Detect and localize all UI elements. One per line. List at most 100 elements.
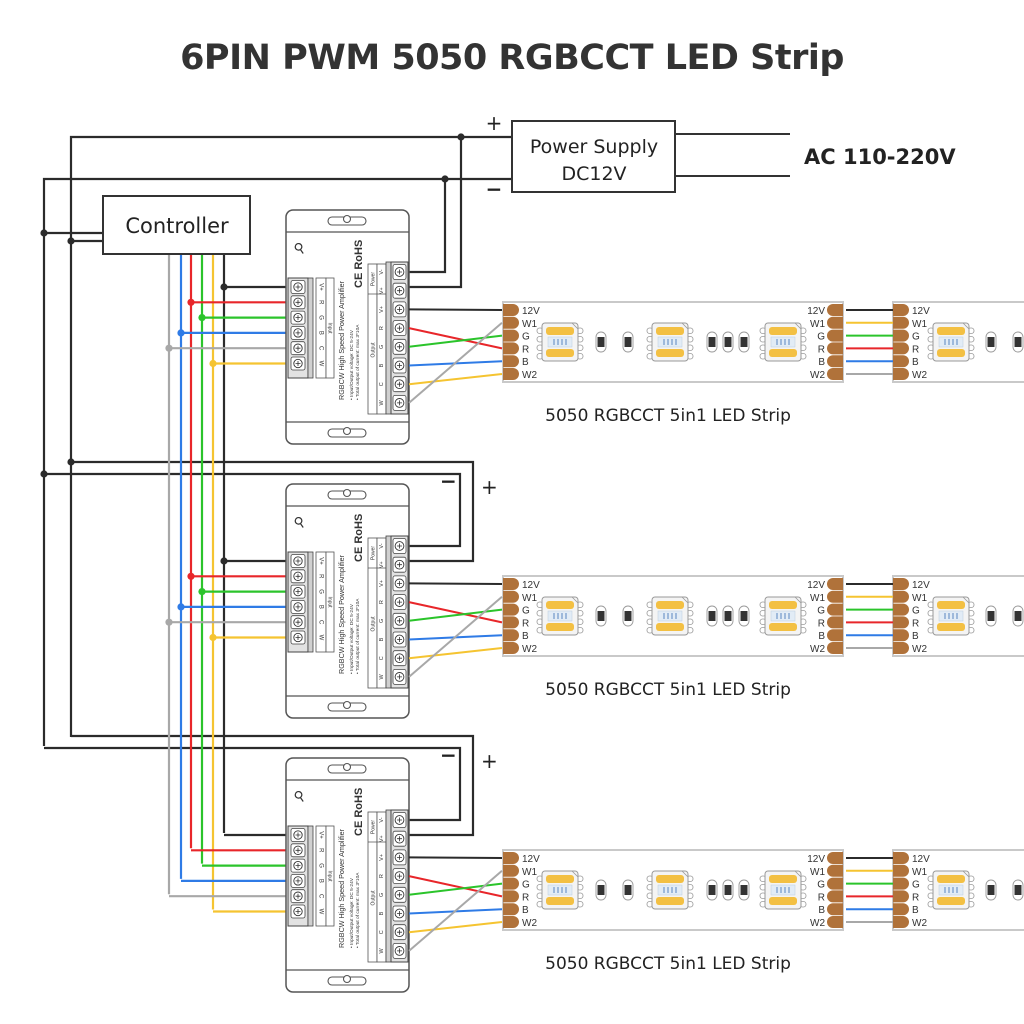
led-chip-5050 xyxy=(646,322,694,362)
signal-junction-blue xyxy=(177,603,185,611)
solder-pad-next xyxy=(893,603,909,616)
screw-slot xyxy=(397,288,402,294)
output-label-column xyxy=(376,811,387,963)
amplifier-spec-voltage: • Input/Output voltage: DC 5-24V xyxy=(349,603,355,674)
chip-rgb-die xyxy=(547,610,573,622)
solder-pad-next xyxy=(893,877,909,890)
output-wire-red xyxy=(408,327,503,350)
controller-label: Controller xyxy=(125,214,229,238)
input-pin-label: V+ xyxy=(317,557,323,565)
input-pin-label: V+ xyxy=(317,831,323,839)
chip-die-icon xyxy=(663,887,677,893)
smd-resistor xyxy=(738,605,750,627)
output-terminal-block xyxy=(390,261,409,415)
solder-pad-right xyxy=(827,603,843,616)
strip-pin-label-right: 12V xyxy=(807,580,825,591)
chip-cool-white-bar xyxy=(769,897,797,905)
led-chip-5050 xyxy=(759,596,807,636)
amplifier-spec-current: • Total output of current: max 3*10A xyxy=(355,324,361,400)
solder-pad-left xyxy=(503,864,519,877)
resistor-element xyxy=(597,885,605,895)
diagram-title: 6PIN PWM 5050 RGBCCT LED Strip xyxy=(180,38,844,78)
solder-pad-right xyxy=(827,616,843,629)
led-chip-5050 xyxy=(927,322,975,362)
strip-pin-label-next: B xyxy=(912,631,919,642)
resistor-element xyxy=(624,611,632,621)
smd-resistor xyxy=(985,879,997,901)
screw-slot xyxy=(397,911,402,916)
chip-warm-white-bar xyxy=(937,327,965,335)
amp2-minus-feed xyxy=(44,472,462,548)
input-pin-label: B xyxy=(317,331,323,335)
input-pin-label: W xyxy=(317,361,323,367)
strip-pin-label-right: R xyxy=(818,892,825,903)
chip-rgb-die xyxy=(547,884,573,896)
output-pin-label: R xyxy=(379,326,385,330)
led-chip-5050 xyxy=(536,322,584,362)
output-pin-label: V- xyxy=(379,817,385,822)
solder-pad-right xyxy=(827,590,843,603)
strip-pin-label-next: 12V xyxy=(912,854,930,865)
power-supply: Power Supply DC12V + − AC 110-220V xyxy=(486,111,957,201)
chip-rgb-die xyxy=(657,884,683,896)
strip-pin-label-right: W1 xyxy=(810,319,825,330)
chip-rgb-die xyxy=(770,336,796,348)
chip-warm-white-bar xyxy=(656,327,684,335)
resistor-element xyxy=(624,337,632,347)
solder-pad-left xyxy=(503,616,519,629)
smd-resistor xyxy=(706,879,718,901)
input-terminal-edge xyxy=(307,277,314,379)
strip-pin-label-right: W1 xyxy=(810,867,825,878)
output-pin-label: W xyxy=(379,400,385,406)
output-pin-label: W xyxy=(379,674,385,680)
input-pin-label: W xyxy=(317,635,323,641)
section-minus-sign: − xyxy=(440,743,457,767)
screw-slot xyxy=(397,580,402,586)
screw-slot xyxy=(295,893,301,899)
plus-bus-wire xyxy=(69,135,512,737)
solder-pad-next xyxy=(893,368,909,380)
input-heading-column xyxy=(325,551,335,653)
solder-pad-right xyxy=(827,890,843,903)
amplifier-spec-voltage: • Input/Output voltage: DC 5-24V xyxy=(349,877,355,948)
chip-corner-notch xyxy=(794,870,802,878)
smd-resistor xyxy=(985,605,997,627)
chip-warm-white-bar xyxy=(546,875,574,883)
input-pin-label: B xyxy=(317,605,323,609)
solder-pad-left xyxy=(503,342,519,355)
amplifier-title: RGBCW High Speed Power Amplifier xyxy=(337,828,346,948)
chip-die-icon xyxy=(944,339,958,345)
solder-pad-next xyxy=(893,355,909,368)
screw-slot xyxy=(295,345,301,351)
solder-pad-next xyxy=(893,916,909,928)
solder-pad-right xyxy=(827,903,843,916)
chip-cool-white-bar xyxy=(937,349,965,357)
screw-slot xyxy=(295,832,301,838)
controller-box xyxy=(102,195,251,255)
chip-die-icon xyxy=(553,613,567,619)
chip-warm-white-bar xyxy=(769,327,797,335)
strip-pin-label-right: W2 xyxy=(810,370,825,381)
smd-resistor xyxy=(738,879,750,901)
chip-rgb-die xyxy=(547,336,573,348)
solder-pad-right xyxy=(827,864,843,877)
strip-pin-label-left: B xyxy=(522,631,529,642)
solder-pad-right xyxy=(827,368,843,380)
power-supply-label: Power Supply xyxy=(530,136,658,158)
output-pin-label: B xyxy=(379,637,385,641)
output-pin-label: V- xyxy=(379,269,385,274)
chip-corner-notch xyxy=(794,596,802,604)
output-wire-yellow xyxy=(408,921,503,934)
strip-pin-label-next: B xyxy=(912,357,919,368)
smd-resistor xyxy=(722,605,734,627)
screw-slot xyxy=(295,315,301,321)
chip-cool-white-bar xyxy=(656,623,684,631)
screw-slot xyxy=(295,299,301,305)
output-heading: Output xyxy=(370,890,376,906)
output-pin-label: G xyxy=(379,893,385,897)
chip-corner-notch xyxy=(571,322,579,330)
solder-pad-next xyxy=(893,852,909,864)
